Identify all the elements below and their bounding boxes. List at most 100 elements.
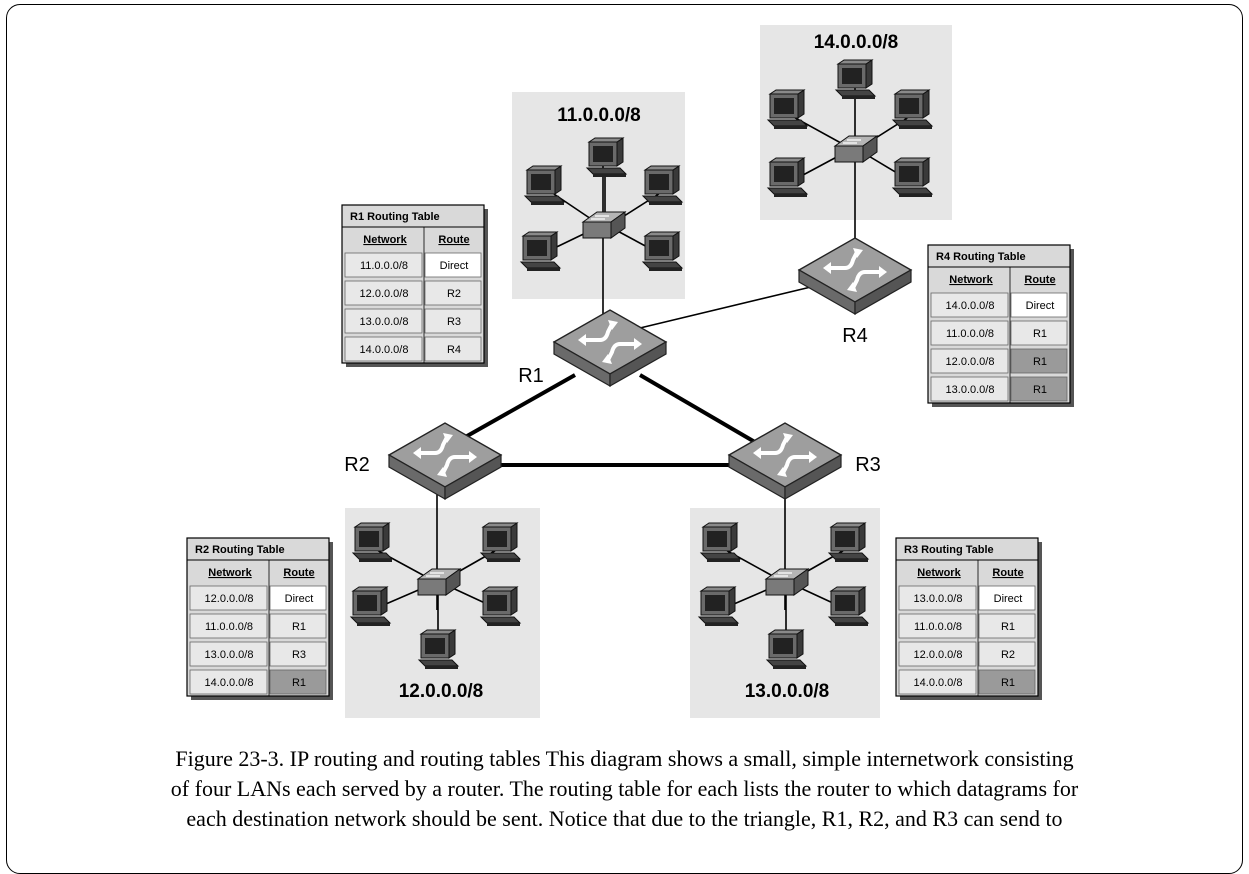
router-icon-r3: [727, 421, 843, 501]
table-cell-bg: [189, 641, 268, 667]
table-cell-network: 11.0.0.0/8: [360, 260, 408, 272]
table-cell-bg: [344, 308, 423, 334]
computer-icon: [700, 522, 741, 563]
computer-icon: [480, 586, 521, 627]
table-cell-bg: [930, 348, 1009, 374]
table-cell-bg: [344, 252, 423, 278]
table-cell-route: R4: [447, 344, 461, 356]
computer-icon: [828, 522, 869, 563]
router-label-r4: R4: [842, 325, 868, 347]
computer-icon: [418, 629, 459, 670]
computer-icon: [892, 89, 933, 130]
computer-icon: [892, 157, 933, 198]
router-label-r3: R3: [855, 454, 881, 476]
computer-icon: [520, 231, 561, 272]
table-cell-bg: [189, 585, 268, 611]
table-header-route: Route: [283, 567, 314, 579]
computer-icon: [642, 165, 683, 206]
computer-icon: [835, 59, 876, 100]
table-cell-bg: [344, 280, 423, 306]
table-cell-network: 14.0.0.0/8: [946, 300, 995, 312]
table-cell-route: R1: [1033, 328, 1047, 340]
network-label-11: 11.0.0.0/8: [557, 105, 640, 126]
table-header-network: Network: [949, 274, 993, 286]
table-cell-network: 12.0.0.0/8: [946, 356, 995, 368]
table-cell-network: 14.0.0.0/8: [914, 677, 963, 689]
lan-13: 13.0.0.0/8: [698, 522, 869, 702]
table-cell-bg: [1010, 376, 1068, 402]
table-cell-bg: [269, 669, 327, 695]
computer-icon: [767, 89, 808, 130]
figure-caption: Figure 23-3. IP routing and routing tabl…: [40, 744, 1209, 834]
link-r1-r3: [638, 373, 762, 447]
table-cell-bg: [424, 336, 482, 362]
table-header-network: Network: [363, 234, 407, 246]
table-cell-route: R1: [1033, 356, 1047, 368]
table-cell-network: 14.0.0.0/8: [205, 677, 254, 689]
table-cell-route: Direct: [994, 593, 1023, 605]
table-cell-route: R2: [447, 288, 461, 300]
table-header-route: Route: [1024, 274, 1055, 286]
table-cell-network: 11.0.0.0/8: [205, 621, 253, 633]
table-cell-bg: [269, 585, 327, 611]
lan-12: 12.0.0.0/8: [350, 522, 521, 702]
computer-icon: [350, 586, 391, 627]
table-cell-route: Direct: [285, 593, 314, 605]
table-cell-route: R1: [1033, 384, 1047, 396]
table-cell-route: R1: [292, 677, 306, 689]
table-title: R4 Routing Table: [936, 251, 1026, 263]
network-diagram: 11.0.0.0/8 14.0.0.0/8 12.0.0.0/8: [186, 25, 1074, 718]
table-cell-bg: [269, 613, 327, 639]
table-cell-network: 13.0.0.0/8: [360, 316, 409, 328]
computer-icon: [698, 586, 739, 627]
table-header-network: Network: [208, 567, 252, 579]
table-cell-bg: [930, 376, 1009, 402]
network-label-12: 12.0.0.0/8: [399, 681, 484, 702]
table-cell-bg: [978, 641, 1036, 667]
table-cell-route: Direct: [440, 260, 469, 272]
caption-line-2: of four LANs each served by a router. Th…: [170, 776, 1079, 801]
network-label-14: 14.0.0.0/8: [814, 32, 899, 53]
table-cell-bg: [898, 669, 977, 695]
lan-11: 11.0.0.0/8: [520, 105, 683, 272]
computer-icon: [480, 522, 521, 563]
table-cell-bg: [898, 585, 977, 611]
router-icon-r2: [387, 421, 503, 501]
table-cell-bg: [1010, 348, 1068, 374]
network-label-13: 13.0.0.0/8: [745, 681, 830, 702]
table-header-route: Route: [438, 234, 469, 246]
table-cell-network: 11.0.0.0/8: [946, 328, 994, 340]
caption-line-3: each destination network should be sent.…: [186, 806, 1063, 831]
table-cell-route: R3: [292, 649, 306, 661]
table-cell-bg: [978, 613, 1036, 639]
computer-icon: [766, 629, 807, 670]
table-cell-network: 12.0.0.0/8: [914, 649, 963, 661]
table-cell-network: 13.0.0.0/8: [205, 649, 254, 661]
table-cell-network: 13.0.0.0/8: [946, 384, 995, 396]
table-cell-bg: [424, 308, 482, 334]
table-cell-network: 12.0.0.0/8: [360, 288, 409, 300]
table-cell-network: 12.0.0.0/8: [205, 593, 254, 605]
table-cell-bg: [978, 585, 1036, 611]
table-cell-bg: [344, 336, 423, 362]
router-label-r2: R2: [344, 454, 370, 476]
table-cell-network: 14.0.0.0/8: [360, 344, 409, 356]
computer-icon: [352, 522, 393, 563]
table-cell-network: 13.0.0.0/8: [914, 593, 963, 605]
table-cell-bg: [189, 669, 268, 695]
computer-icon: [828, 586, 869, 627]
table-cell-route: R1: [1001, 677, 1015, 689]
table-cell-bg: [978, 669, 1036, 695]
table-cell-bg: [424, 252, 482, 278]
computer-icon: [524, 165, 565, 206]
router-label-r1: R1: [518, 365, 544, 387]
caption-line-1: Figure 23-3. IP routing and routing tabl…: [175, 746, 1074, 771]
link-r1-r4: [639, 285, 816, 329]
table-header-network: Network: [917, 567, 961, 579]
table-cell-bg: [930, 292, 1009, 318]
table-cell-route: R1: [292, 621, 306, 633]
